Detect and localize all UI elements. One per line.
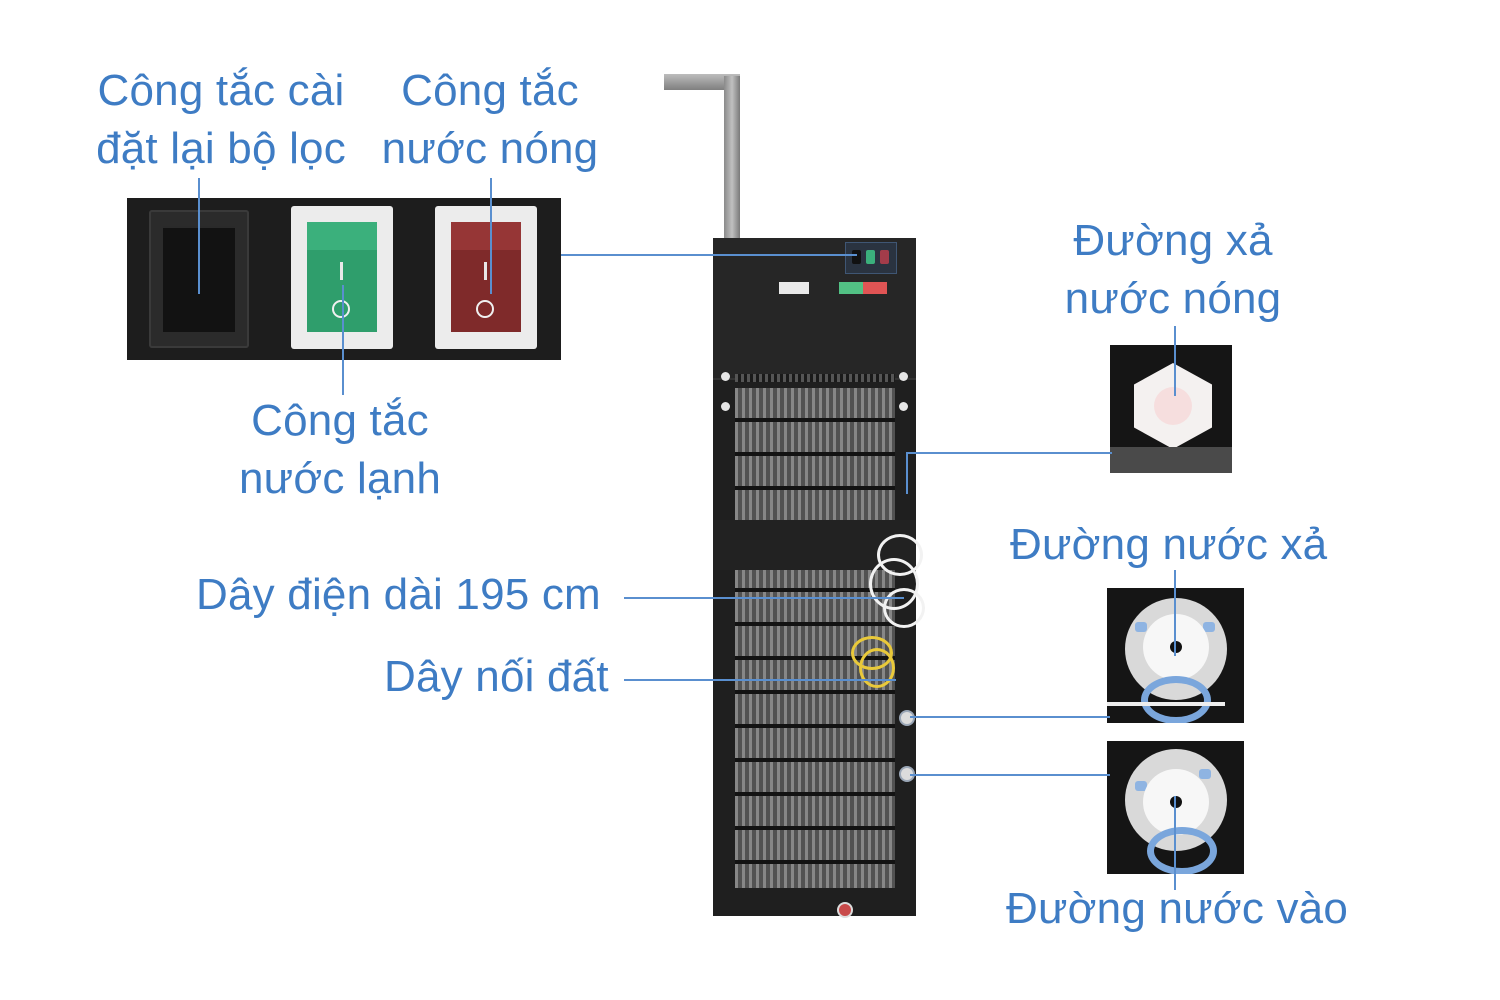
off-mark-icon [476,300,494,318]
leader-drain-line [910,716,1110,718]
model-tag [779,282,809,294]
foam-pad [1110,447,1232,473]
power-cord-coil [883,588,925,628]
label-hot-water-drain: Đường xả nước nóng [1048,212,1298,328]
label-filter-reset-switch: Công tắc cài đặt lại bộ lọc [86,62,356,178]
mini-switch-green [866,250,875,264]
top-plate [713,238,916,380]
mini-switch-red [880,250,889,264]
label-hot-water-switch: Công tắc nước nóng [372,62,608,178]
vent-grille [735,374,895,382]
fitting-tab [1199,769,1211,779]
label-cold-water-switch: Công tắc nước lạnh [222,392,458,508]
on-mark-icon [484,262,487,280]
cap-center [1154,387,1192,425]
label-water-inlet: Đường nước vào [1006,884,1348,933]
bolt-icon [899,372,908,381]
rocker-top [307,222,377,250]
fitting-tab [1135,622,1147,632]
fitting-hole [1170,796,1182,808]
mini-switch-black [852,250,861,264]
bolt-icon [721,372,730,381]
faucet-pipe-vertical [724,76,740,242]
label-drain-line: Đường nước xả [1010,520,1328,569]
bolt-icon [721,402,730,411]
fitting-tab [1135,781,1147,791]
label-line: nước lạnh [239,454,441,503]
leader-power-cord [624,597,904,599]
label-ground-wire: Dây nối đất [384,652,609,701]
leader-hot-drain-vertical [906,452,908,494]
ground-wire-coil [859,648,895,688]
leader-cold-switch [342,285,344,395]
label-line: Công tắc [251,396,429,445]
fitting-clip [1147,827,1217,874]
leader-hot-drain-horizontal [906,452,1112,454]
leader-drain-line-label [1174,570,1176,656]
switch-panel [127,198,561,360]
leader-panel-to-dispenser [561,254,857,256]
leader-water-inlet-label [1174,796,1176,890]
rocker-top [451,222,521,250]
label-line: nước nóng [1064,274,1282,323]
fitting-clip [1141,676,1211,723]
faucet-pipe-horizontal [664,74,740,90]
rear-switch-box [845,242,897,274]
hot-water-drain-photo [1110,345,1232,473]
leader-water-inlet [910,774,1110,776]
water-dispenser-rear [713,238,925,918]
bolt-icon [899,402,908,411]
label-line: Công tắc [401,66,579,115]
leader-hot-drain-label [1174,326,1176,396]
drain-cap [1134,363,1212,449]
rocker-red [451,222,521,332]
leader-ground-wire [624,679,896,681]
fitting-hole [1170,641,1182,653]
bottom-drain-valve [837,902,853,918]
hot-water-switch [435,206,537,349]
label-line: Công tắc cài [97,66,345,115]
on-mark-icon [340,262,343,280]
frame-edge [1107,702,1225,706]
label-power-cord: Dây điện dài 195 cm [196,570,601,619]
leader-filter-reset [198,178,200,294]
indicator-strip [839,282,887,294]
off-mark-icon [332,300,350,318]
drain-port [899,710,915,726]
label-line: Đường xả [1073,216,1273,265]
label-line: nước nóng [381,124,599,173]
fitting-tab [1203,622,1215,632]
label-line: đặt lại bộ lọc [96,124,346,173]
leader-hot-switch [490,178,492,294]
